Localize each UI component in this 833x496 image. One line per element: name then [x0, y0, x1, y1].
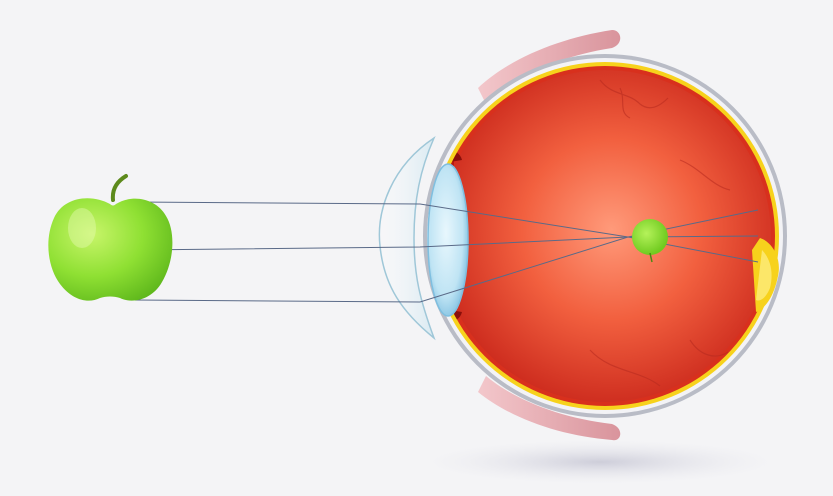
apple-stem — [113, 176, 126, 200]
apple-icon — [48, 176, 172, 301]
apple-highlight — [68, 208, 96, 248]
focal-point — [632, 219, 668, 255]
apple-body — [48, 198, 172, 300]
eye-shadow — [425, 440, 775, 484]
